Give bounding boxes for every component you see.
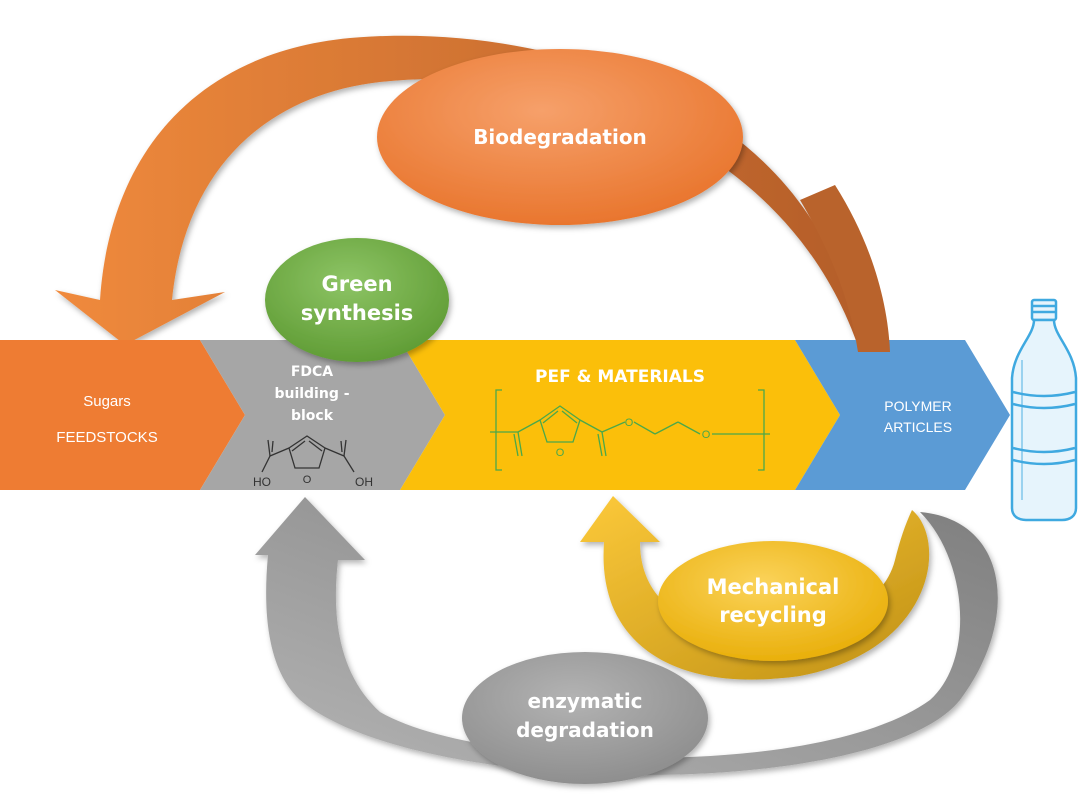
pef-title: PEF & MATERIALS [535, 367, 705, 387]
enzymatic-degradation-arrow [255, 497, 998, 775]
polymer-stage [795, 340, 1010, 490]
green-synthesis-ellipse [265, 238, 449, 362]
mechanical-recycling-label-line1: Mechanical [707, 575, 840, 599]
mechanical-recycling-label-line2: recycling [719, 603, 827, 627]
enzymatic-degradation-label-line1: enzymatic [527, 689, 642, 713]
fdca-left-hydroxyl: HO [253, 475, 271, 489]
fdca-label-line2: building - [274, 386, 349, 402]
pef-end-oxygen: O [702, 429, 711, 441]
pef-stage [400, 340, 840, 490]
fdca-right-hydroxyl: OH [355, 475, 373, 489]
biodegradation-arrow-tail [800, 185, 890, 352]
feedstocks-label-line1: Sugars [83, 393, 131, 410]
polymer-label-line2: ARTICLES [884, 419, 952, 435]
feedstocks-label-line2: FEEDSTOCKS [56, 429, 157, 446]
biodegradation-label: Biodegradation [473, 125, 647, 149]
fdca-label-line3: block [291, 408, 334, 424]
pef-ester-oxygen: O [625, 417, 634, 429]
green-synthesis-label-line1: Green [321, 272, 392, 296]
fdca-molecule [261, 435, 355, 473]
fdca-stage [200, 340, 445, 490]
feedstocks-stage [0, 340, 245, 490]
enzymatic-degradation-label-line2: degradation [516, 718, 654, 742]
enzymatic-degradation-ellipse [462, 652, 708, 784]
plastic-bottle-icon [1010, 298, 1078, 522]
green-synthesis-label-line2: synthesis [301, 301, 414, 325]
mechanical-recycling-ellipse [658, 541, 888, 661]
pef-ring-oxygen: O [556, 447, 565, 459]
biodegradation-ellipse [377, 49, 743, 225]
fdca-ring-oxygen: O [303, 474, 312, 486]
pef-molecule [490, 389, 770, 471]
polymer-label-line1: POLYMER [884, 398, 951, 414]
fdca-label-line1: FDCA [291, 364, 333, 380]
